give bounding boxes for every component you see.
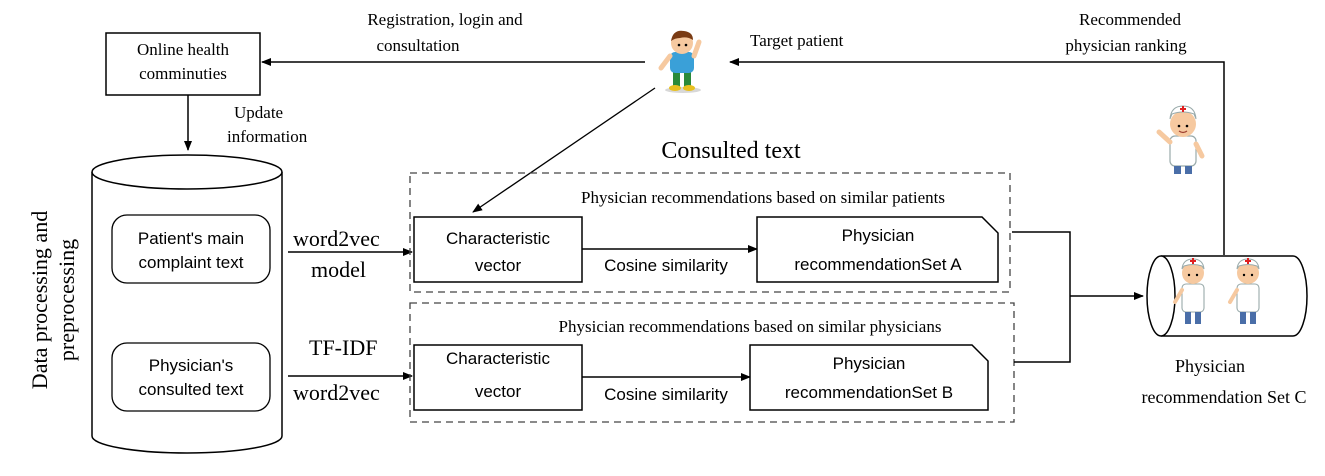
recommended-label-line2: physician ranking: [1065, 36, 1187, 55]
set-a-box: [756, 216, 999, 283]
set-a-line2: recommendationSet A: [794, 255, 962, 274]
char-vector-b-line2: vector: [475, 382, 522, 401]
char-vector-b-line1: Characteristic: [446, 349, 550, 368]
patient-to-vector-arrow: [472, 87, 656, 213]
recommended-ranking-arrow: [729, 58, 1225, 255]
consulted-text-heading: Consulted text: [661, 138, 801, 164]
vertical-label-line2: preprocessing: [54, 239, 79, 361]
cosine-b-label: Cosine similarity: [604, 385, 728, 404]
update-information-label-line1: Update: [234, 103, 283, 122]
target-patient-label: Target patient: [750, 31, 844, 50]
patient-figure-icon: [658, 30, 702, 93]
char-vector-a-box: [413, 216, 583, 283]
set-b-line1: Physician: [833, 354, 906, 373]
recommended-label-line1: Recommended: [1079, 10, 1181, 29]
patient-complaint-box: Patient's main complaint text: [111, 214, 271, 284]
update-information-label-line2: information: [227, 127, 308, 146]
patient-complaint-line2: complaint text: [139, 253, 244, 272]
tfidf-label: TF-IDF: [309, 335, 377, 360]
similar-patients-group: Physician recommendations based on simil…: [409, 172, 1011, 293]
registration-label-line1: Registration, login and: [367, 10, 523, 29]
registration-label-line2: consultation: [376, 36, 460, 55]
physician-consulted-line1: Physician's: [149, 356, 234, 375]
similar-patients-title: Physician recommendations based on simil…: [581, 188, 945, 207]
set-b-box: [749, 344, 989, 411]
word2vec-top-label: word2vec: [293, 226, 380, 251]
patient-complaint-line1: Patient's main: [138, 229, 244, 248]
similar-physicians-group: Physician recommendations based on simil…: [409, 302, 1015, 423]
char-vector-b-box: [413, 344, 583, 411]
similar-physicians-title: Physician recommendations based on simil…: [559, 317, 942, 336]
word2vec-bottom-label: word2vec: [293, 380, 380, 405]
physician-consulted-box: Physician's consulted text: [111, 342, 271, 412]
set-c-label-line1: Physician: [1175, 356, 1245, 376]
online-health-label-line2: comminuties: [139, 64, 227, 83]
char-vector-a-line2: vector: [475, 256, 522, 275]
physician-figure-icon: [1156, 105, 1205, 174]
char-vector-a-line1: Characteristic: [446, 229, 550, 248]
online-health-communities-box: Online health comminuties: [105, 32, 261, 96]
merge-connector: [1012, 231, 1071, 363]
physician-figure-icon: [1228, 258, 1260, 324]
set-c-label-line2: recommendation Set C: [1142, 387, 1307, 407]
physician-figure-icon: [1173, 258, 1205, 324]
set-b-line2: recommendationSet B: [785, 383, 953, 402]
physician-consulted-line2: consulted text: [139, 380, 244, 399]
set-a-line1: Physician: [842, 226, 915, 245]
model-label: model: [311, 257, 366, 282]
vertical-label-line1: Data processing and: [27, 211, 52, 389]
cosine-a-label: Cosine similarity: [604, 256, 728, 275]
online-health-label-line1: Online health: [137, 40, 230, 59]
set-c-cylinder: [1146, 255, 1308, 337]
